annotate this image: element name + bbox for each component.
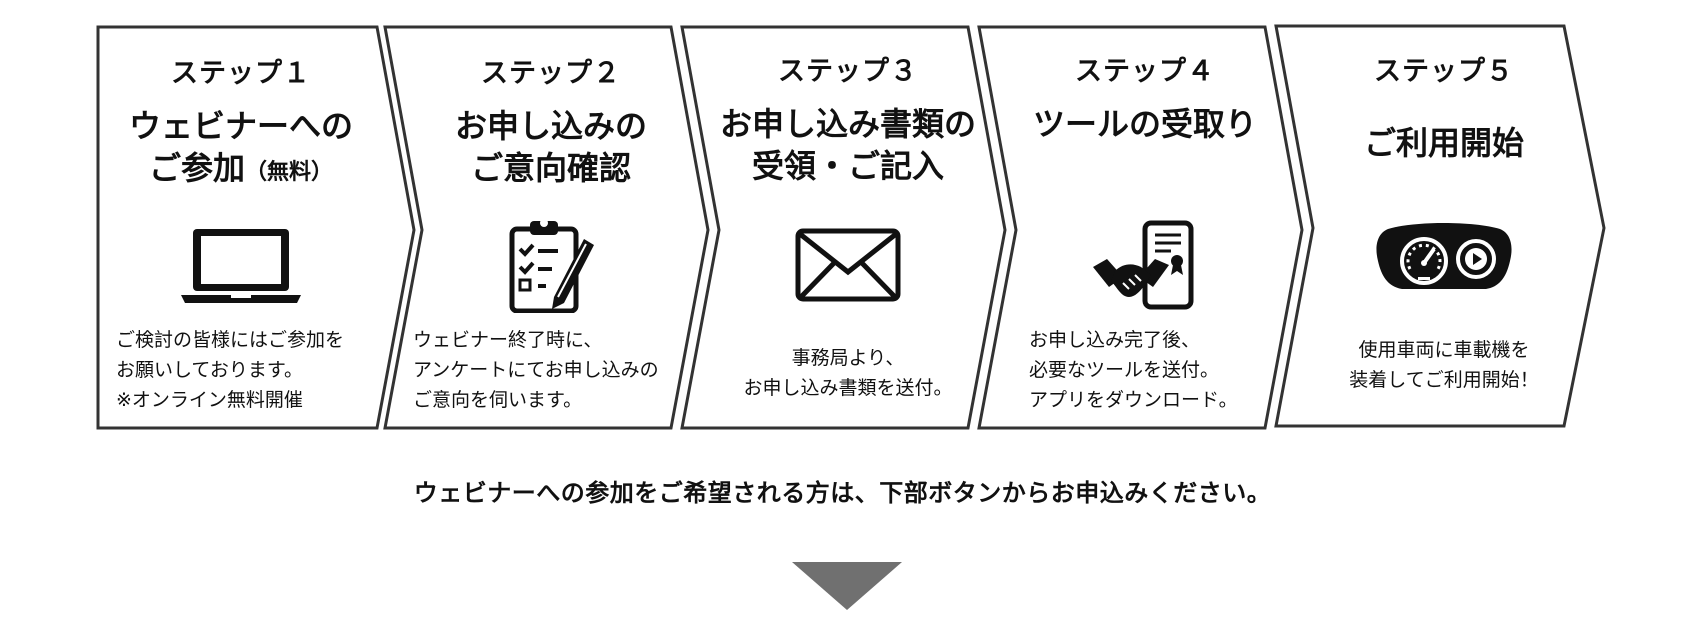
step-2-desc-line3: ご意向を伺います。 <box>413 389 583 411</box>
step-4-desc-line2: 必要なツールを送付。 <box>1029 359 1220 381</box>
step-5-title-line1: ご利用開始 <box>1363 124 1524 162</box>
step-2-label: ステップ２ <box>481 58 621 89</box>
step-1-desc-line1: ご検討の皆様にはご参加を <box>116 329 345 351</box>
step-3-desc-line2: お申し込み書類を送付。 <box>743 377 953 399</box>
step-5-desc-line1: 使用車両に車載機を <box>1358 339 1530 361</box>
step-2-desc-line1: ウェビナー終了時に、 <box>413 329 603 351</box>
step-2: ステップ２ お申し込みの ご意向確認 ウェビナー終了時に、 アンケートにてお <box>383 25 713 430</box>
clipboard-checklist-icon <box>401 210 701 320</box>
step-4-desc-line3: アプリをダウンロード。 <box>1029 389 1238 411</box>
step-5-desc-line2: 装着してご利用開始！ <box>1349 369 1539 391</box>
step-4-title-line1: ツールの受取り <box>1032 105 1257 143</box>
step-5-label: ステップ５ <box>1374 56 1514 87</box>
laptop-icon <box>96 210 386 320</box>
step-1-title-small: （無料） <box>245 160 334 185</box>
handshake-phone-icon <box>995 210 1295 320</box>
step-4-frame <box>977 25 1304 430</box>
step-3-label: ステップ３ <box>778 56 918 87</box>
step-5-description: 使用車両に車載機を 装着してご利用開始！ <box>1294 335 1594 395</box>
step-1-title-line1: ウェビナーへの <box>128 107 353 145</box>
step-2-title: お申し込みの ご意向確認 <box>401 105 701 189</box>
step-3-title-line1: お申し込み書類の <box>719 105 976 143</box>
step-3-desc-line1: 事務局より、 <box>791 347 905 369</box>
step-1-description: ご検討の皆様にはご参加を お願いしております。 ※オンライン無料開催 <box>116 325 344 415</box>
step-1-title-line2: ご参加 <box>148 149 245 187</box>
step-4-description: お申し込み完了後、 必要なツールを送付。 アプリをダウンロード。 <box>1029 325 1238 415</box>
step-2-description: ウェビナー終了時に、 アンケートにてお申し込みの ご意向を伺います。 <box>413 325 659 415</box>
step-5-title: ご利用開始 <box>1294 122 1594 164</box>
step-3-title-line2: 受領・ご記入 <box>751 147 944 185</box>
step-2-desc-line2: アンケートにてお申し込みの <box>413 359 659 381</box>
down-arrow-icon <box>792 562 902 610</box>
step-1-frame <box>96 25 416 430</box>
step-4-title: ツールの受取り <box>995 103 1295 145</box>
step-3-frame <box>680 25 1007 430</box>
step-1: ステップ１ ウェビナーへの ご参加（無料） ご検討の皆様にはご参加を お願いして… <box>96 25 426 430</box>
step-3-title: お申し込み書類の 受領・ご記入 <box>688 103 1008 187</box>
step-3-description: 事務局より、 お申し込み書類を送付。 <box>698 343 998 403</box>
step-5: ステップ５ ご利用開始 使用車両に車載機を 装着してご利用開始！ <box>1274 24 1614 430</box>
step-2-title-line1: お申し込みの <box>454 107 647 145</box>
step-1-desc-line3: ※オンライン無料開催 <box>116 389 303 411</box>
step-2-title-line2: ご意向確認 <box>470 149 631 187</box>
step-1-desc-line2: お願いしております。 <box>116 359 303 381</box>
step-3: ステップ３ お申し込み書類の 受領・ご記入 事務局より、 お申し込み書類を送付。 <box>680 25 1010 430</box>
step-flow: ステップ１ ウェビナーへの ご参加（無料） ご検討の皆様にはご参加を お願いして… <box>96 24 1614 430</box>
step-4-label: ステップ４ <box>1075 56 1215 87</box>
step-4-desc-line1: お申し込み完了後、 <box>1029 329 1201 351</box>
step-1-label: ステップ１ <box>171 58 311 89</box>
step-4: ステップ４ ツールの受取り お申し込み完了後、 必要なツールを送付。 アプリをダ… <box>977 25 1307 430</box>
step-1-title-line2-wrap: ご参加（無料） <box>96 147 386 194</box>
envelope-icon <box>698 210 998 320</box>
application-note: ウェビナーへの参加をご希望される方は、下部ボタンからお申込みください。 <box>413 479 1272 507</box>
step-1-title: ウェビナーへの ご参加（無料） <box>96 105 386 194</box>
dashboard-gauge-icon <box>1294 203 1594 313</box>
